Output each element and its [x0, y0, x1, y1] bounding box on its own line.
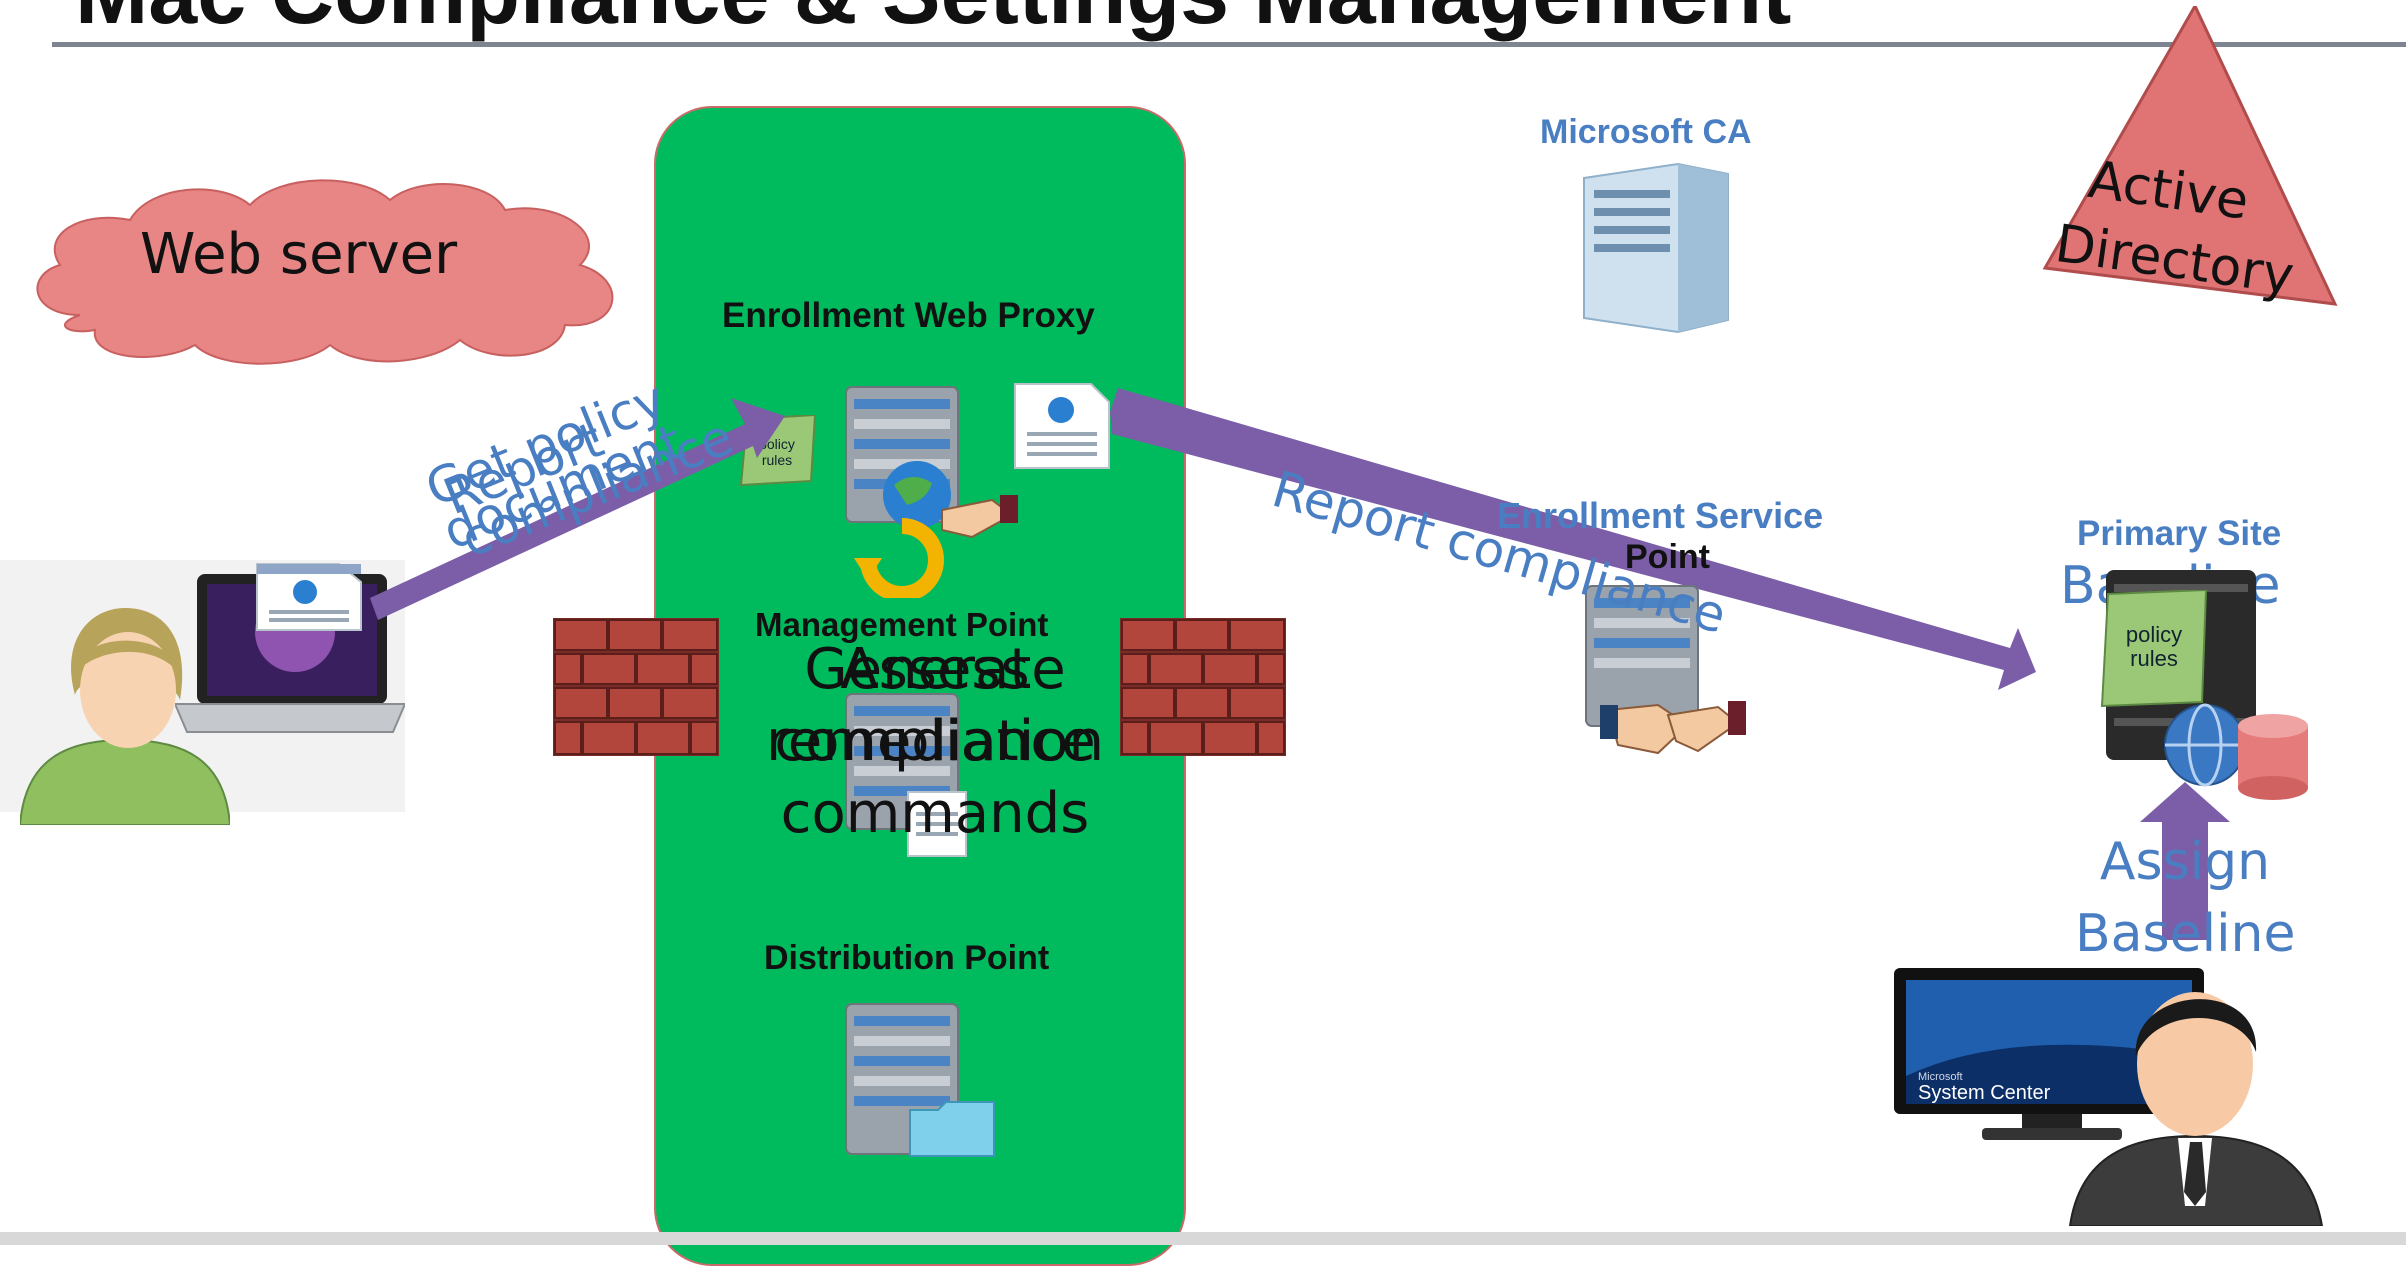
generate-line-2: remediation	[766, 709, 1104, 774]
policy-site-text-1: policy	[2126, 622, 2182, 647]
mac-user-avatar	[20, 608, 230, 825]
active-directory-triangle	[2042, 6, 2338, 306]
web-page-icon-client	[256, 563, 362, 631]
document-icon-mp	[907, 791, 967, 857]
policy-document-icon-site: policy rules	[2100, 590, 2208, 708]
assess-line-1: Assess	[840, 637, 1030, 702]
arrow-admin-to-site	[2140, 782, 2230, 940]
microsoft-ca-label: Microsoft CA	[1540, 113, 1752, 151]
handshake-icon	[1600, 701, 1746, 755]
arrow-client-to-proxy	[370, 398, 785, 620]
microsoft-ca-server-icon	[1583, 162, 1729, 334]
enrollment-point-server-icon	[1585, 585, 1699, 727]
policy-doc-text-2: rules	[762, 452, 792, 468]
footer-band	[0, 1232, 2406, 1245]
web-server-label: Web server	[140, 222, 458, 287]
globe-icon-site	[2164, 703, 2246, 787]
generate-line-1: Generate	[804, 637, 1066, 702]
assess-line-2: compliance	[774, 709, 1096, 774]
folder-icon	[909, 1101, 995, 1157]
microsoft-small-label: Microsoft	[1918, 1071, 1963, 1083]
enrollment-web-proxy-label: Enrollment Web Proxy	[722, 296, 1095, 335]
assess-compliance-text: Assess compliance	[750, 634, 1120, 778]
database-icon	[2238, 714, 2308, 800]
globe-handshake-icon	[883, 461, 1018, 539]
assign-line-1: Assign	[2099, 832, 2271, 892]
distribution-point-label: Distribution Point	[764, 939, 1050, 977]
title-divider	[52, 42, 2406, 47]
assign-line-2: Baseline	[2075, 904, 2296, 964]
primary-site-label: Primary Site	[2077, 514, 2282, 553]
assign-baseline-text: Assign Baseline	[2075, 826, 2295, 970]
enrollment-service-label: Enrollment Service	[1497, 495, 1824, 536]
web-page-icon-proxy	[1014, 383, 1110, 469]
enrollment-point-label: Point	[1625, 538, 1710, 576]
arrow-proxy-to-site	[1110, 388, 2036, 690]
cloud-shape	[36, 179, 614, 365]
management-point-label: Management Point	[755, 606, 1049, 643]
generate-remediation-text: Generate remediation commands	[750, 634, 1120, 850]
firewall-right-icon	[1120, 618, 1286, 756]
policy-site-text-2: rules	[2130, 646, 2178, 671]
firewall-left-icon	[553, 618, 719, 756]
recycle-arrows-icon	[854, 518, 944, 598]
generate-line-3: commands	[780, 781, 1090, 846]
admin-user-avatar	[2068, 992, 2324, 1226]
system-center-label: System Center	[1918, 1082, 2051, 1104]
slide-title: Mac Compliance & Settings Management	[75, 0, 1791, 44]
